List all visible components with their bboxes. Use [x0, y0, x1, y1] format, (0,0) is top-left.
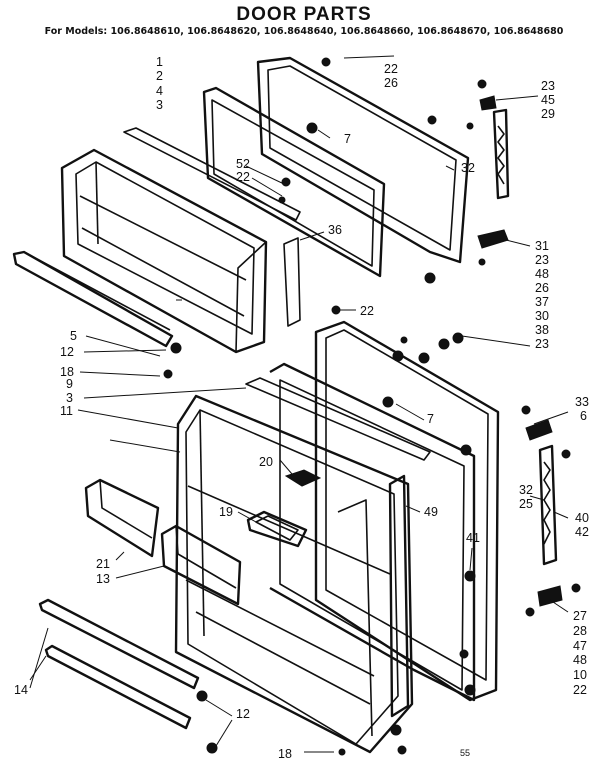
- part-label-3: 3: [156, 98, 163, 112]
- part-label-23: 23: [535, 337, 549, 351]
- part-label-42: 42: [575, 525, 589, 539]
- fresh-food-door-gasket: [269, 362, 476, 702]
- part-label-22: 22: [360, 304, 374, 318]
- part-label-30: 30: [535, 309, 549, 323]
- part-label-27: 27: [573, 609, 587, 623]
- part-label-9: 9: [66, 377, 73, 391]
- part-label-36: 36: [328, 223, 342, 237]
- upper-hinge-bar: [492, 108, 510, 200]
- part-label-25: 25: [519, 497, 533, 511]
- hinge-bracket: [477, 229, 509, 249]
- part-label-32: 32: [519, 483, 533, 497]
- door-divider-strip: [245, 377, 431, 461]
- part-label-18: 18: [278, 747, 292, 761]
- part-label-18: 18: [60, 365, 74, 379]
- butter-compartment: [246, 510, 308, 548]
- part-label-26: 26: [535, 281, 549, 295]
- part-label-22: 22: [573, 683, 587, 697]
- part-label-37: 37: [535, 295, 549, 309]
- part-label-48: 48: [535, 267, 549, 281]
- door-side-trim: [388, 474, 410, 718]
- part-label-40: 40: [575, 511, 589, 525]
- part-label-10: 10: [573, 668, 587, 682]
- bottom-door-shelf-bars: [38, 598, 200, 730]
- door-shelf-upper: [84, 478, 160, 558]
- part-label-7: 7: [427, 412, 434, 426]
- part-label-11: 11: [60, 404, 73, 418]
- part-label-23: 23: [535, 253, 549, 267]
- freezer-door-shelf: [12, 250, 174, 348]
- part-label-6: 6: [580, 409, 587, 423]
- part-label-49: 49: [424, 505, 438, 519]
- part-label-14: 14: [14, 683, 28, 697]
- part-label-4: 4: [156, 84, 163, 98]
- part-label-26: 26: [384, 76, 398, 90]
- fresh-food-door-liner: [174, 394, 414, 754]
- leader-lines: [29, 55, 569, 753]
- part-label-31: 31: [535, 239, 549, 253]
- part-label-41: 41: [466, 531, 480, 545]
- part-label-20: 20: [259, 455, 273, 469]
- freezer-door-gasket: [202, 86, 386, 278]
- cap-strip: [283, 237, 301, 327]
- part-label-23: 23: [541, 79, 555, 93]
- part-label-45: 45: [541, 93, 555, 107]
- hinge-bracket: [479, 95, 497, 111]
- part-label-47: 47: [573, 639, 587, 653]
- part-label-22: 22: [384, 62, 398, 76]
- part-label-1: 1: [156, 55, 163, 69]
- diagram-title: DOOR PARTS: [236, 4, 372, 25]
- door-shelf-middle: [160, 524, 242, 606]
- part-label-22: 22: [236, 170, 250, 184]
- freezer-top-rail: [123, 127, 301, 221]
- hinge-bracket: [525, 419, 553, 441]
- footer-code: 55: [460, 748, 471, 758]
- part-label-32: 32: [461, 161, 475, 175]
- hinge-bracket: [537, 585, 563, 607]
- hardware-fasteners: [163, 57, 581, 756]
- part-label-38: 38: [535, 323, 549, 337]
- part-label-12: 12: [236, 707, 250, 721]
- freezer-door-panel: [256, 56, 470, 264]
- freezer-door-liner: [60, 148, 268, 354]
- part-label-33: 33: [575, 395, 589, 409]
- model-numbers: For Models: 106.8648610, 106.8648620, 10…: [44, 26, 564, 37]
- lower-hinge-bar: [538, 444, 558, 566]
- part-label-29: 29: [541, 107, 555, 121]
- part-label-52: 52: [236, 157, 250, 171]
- part-label-21: 21: [96, 557, 110, 571]
- part-label-28: 28: [573, 624, 587, 638]
- part-label-19: 19: [219, 505, 233, 519]
- part-label-5: 5: [70, 329, 77, 343]
- part-label-2: 2: [156, 69, 163, 83]
- model-label-plate: [284, 469, 322, 487]
- fresh-food-door-panel: [314, 320, 500, 702]
- part-label-13: 13: [96, 572, 110, 586]
- part-label-48: 48: [573, 653, 587, 667]
- part-label-7: 7: [344, 132, 351, 146]
- part-label-3: 3: [66, 391, 73, 405]
- part-label-12: 12: [60, 345, 74, 359]
